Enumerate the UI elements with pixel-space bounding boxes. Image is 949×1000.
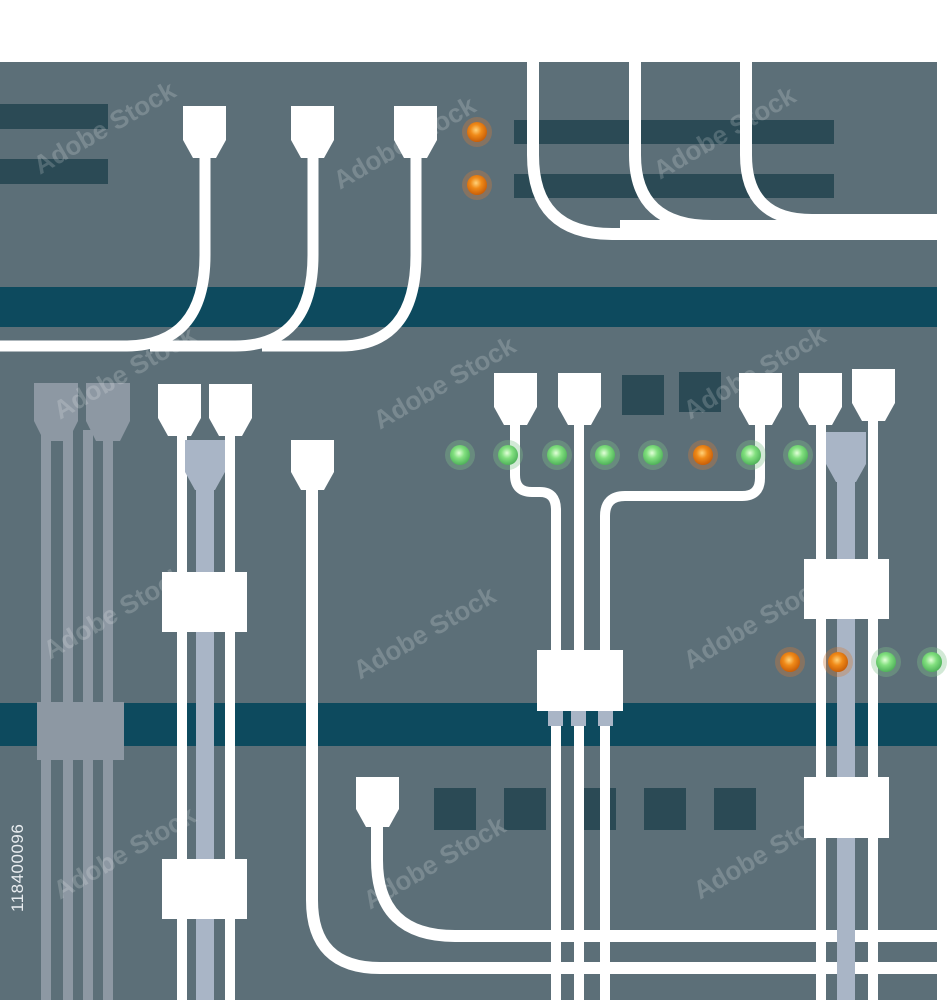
- rack-rail-top: [0, 287, 937, 327]
- port-slot: [434, 788, 476, 830]
- connector-plug-blue: [185, 440, 225, 490]
- port-slot: [644, 788, 686, 830]
- port-slot: [679, 372, 721, 412]
- connector-plug-blue: [826, 432, 866, 482]
- led-green: [876, 652, 896, 672]
- status-leds: [445, 117, 947, 677]
- cable-band: [620, 220, 937, 240]
- cable-clip: [804, 777, 889, 838]
- led-green: [547, 445, 567, 465]
- led-green: [595, 445, 615, 465]
- connector-plugs: [494, 373, 782, 425]
- slot-bar: [514, 174, 834, 198]
- port-slot: [504, 788, 546, 830]
- led-orange: [828, 652, 848, 672]
- slot-bar: [0, 104, 108, 129]
- led-green: [498, 445, 518, 465]
- port-slot: [622, 375, 664, 415]
- connector-plugs: [799, 369, 895, 425]
- slot-bar: [0, 159, 108, 184]
- connector-plugs-ghost: [34, 383, 130, 441]
- led-orange: [467, 122, 487, 142]
- connector-plug: [356, 777, 399, 827]
- cable-bottom: [371, 820, 937, 942]
- led-green: [788, 445, 808, 465]
- connector-plug: [291, 440, 334, 490]
- port-slot: [714, 788, 756, 830]
- cable-clip: [162, 859, 247, 919]
- cable-long: [306, 480, 937, 974]
- led-green: [741, 445, 761, 465]
- connector-plugs: [158, 384, 252, 436]
- led-green: [922, 652, 942, 672]
- slot-bar: [514, 120, 834, 144]
- led-green: [643, 445, 663, 465]
- rack-rail-bottom: [0, 703, 937, 746]
- cable-clip: [537, 650, 623, 711]
- cable-bundle-right: [816, 410, 878, 1000]
- led-orange: [780, 652, 800, 672]
- cable-clip: [804, 559, 889, 619]
- cable-shadow: [548, 708, 613, 726]
- cable-bundle-top-left: [0, 150, 422, 352]
- led-green: [450, 445, 470, 465]
- led-orange: [467, 175, 487, 195]
- connector-plugs: [183, 106, 437, 158]
- led-orange: [693, 445, 713, 465]
- cable-clip: [162, 572, 247, 632]
- stock-id-label: 118400096: [8, 823, 27, 912]
- cable-clip-ghost: [37, 702, 124, 760]
